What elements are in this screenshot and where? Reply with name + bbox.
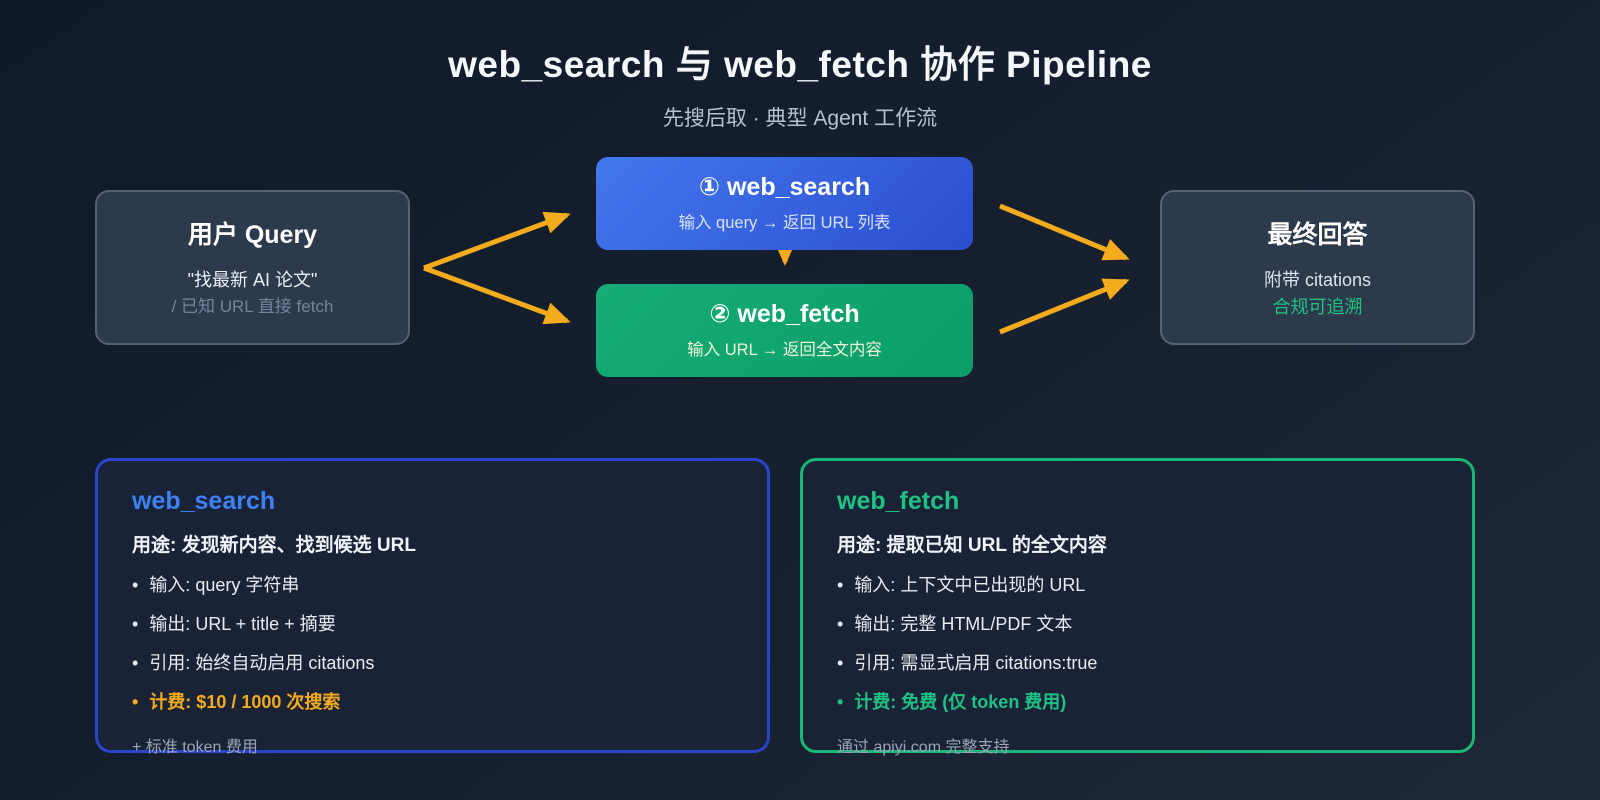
page-title: web_search 与 web_fetch 协作 Pipeline [448, 44, 1152, 85]
node-final-answer-compliance: 合规可追溯 [1272, 296, 1363, 317]
spec-item-output: • 输出: URL + title + 摘要 [132, 610, 733, 636]
card-web-fetch-specs: • 输入: 上下文中已出现的 URL • 输出: 完整 HTML/PDF 文本 • 引… [837, 571, 1438, 714]
node-web-search-title: ① web_search [698, 172, 871, 201]
spec-item-output: • 输出: 完整 HTML/PDF 文本 [837, 610, 1438, 636]
bullet-marker: • [837, 692, 844, 712]
card-web-search-specs: • 输入: query 字符串 • 输出: URL + title + 摘要 • 引用… [132, 571, 733, 714]
spec-text: 引用: 始终自动启用 citations [149, 653, 375, 673]
arrow-user-to-search [423, 211, 571, 271]
spec-item-input: • 输入: query 字符串 [132, 571, 733, 597]
page-subtitle: 先搜后取 · 典型 Agent 工作流 [662, 107, 938, 130]
node-web-fetch-subtitle: 输入 URL → 返回全文内容 [687, 340, 882, 359]
spec-item-billing: • 计费: 免费 (仅 token 费用) [837, 688, 1438, 714]
header: web_search 与 web_fetch 协作 Pipeline 先搜后取 … [0, 34, 1600, 132]
arrow-search-to-answer [999, 203, 1130, 261]
node-user-example: "找最新 AI 论文" [187, 270, 318, 291]
node-web-fetch-title: ② web_fetch [709, 299, 860, 328]
spec-text: 输入: 上下文中已出现的 URL [854, 575, 1086, 595]
card-web-fetch: web_fetch 用途: 提取已知 URL 的全文内容 • 输入: 上下文中已出… [800, 458, 1475, 756]
card-web-search-footnote: + 标准 token 费用 [132, 739, 258, 756]
spec-text: 引用: 需显式启用 citations:true [854, 653, 1098, 673]
node-web-search-subtitle: 输入 query → 返回 URL 列表 [678, 213, 891, 232]
spec-text: 计费: $10 / 1000 次搜索 [149, 692, 341, 712]
node-user-alt: / 已知 URL 直接 fetch [171, 297, 334, 317]
bullet-marker: • [837, 575, 844, 595]
arrow-fetch-to-answer [999, 278, 1130, 335]
spec-text: 输出: URL + title + 摘要 [149, 614, 336, 634]
bullet-marker: • [132, 653, 139, 673]
node-user-title: 用户 Query [187, 221, 318, 250]
spec-text: 输出: 完整 HTML/PDF 文本 [854, 614, 1073, 634]
node-web-fetch: ② web_fetch 输入 URL → 返回全文内容 [596, 284, 973, 377]
spec-item-billing: • 计费: $10 / 1000 次搜索 [132, 688, 733, 714]
bullet-marker: • [132, 692, 139, 712]
bullet-marker: • [837, 653, 844, 673]
node-user-query: 用户 Query "找最新 AI 论文" / 已知 URL 直接 fetch [95, 190, 410, 345]
spec-text: 输入: query 字符串 [149, 575, 300, 595]
arrow-user-to-fetch [423, 265, 571, 325]
node-final-answer-title: 最终回答 [1267, 220, 1368, 249]
node-web-search: ① web_search 输入 query → 返回 URL 列表 [596, 157, 973, 250]
bullet-marker: • [837, 614, 844, 634]
card-web-search: web_search 用途: 发现新内容、找到候选 URL • 输入: query… [95, 458, 770, 756]
bullet-marker: • [132, 575, 139, 595]
card-web-search-purpose: 用途: 发现新内容、找到候选 URL [132, 535, 416, 556]
card-web-fetch-purpose: 用途: 提取已知 URL 的全文内容 [837, 535, 1107, 556]
card-web-fetch-title: web_fetch [837, 487, 960, 515]
node-final-answer-citations: 附带 citations [1263, 269, 1372, 290]
node-final-answer: 最终回答 附带 citations 合规可追溯 [1160, 190, 1475, 345]
spec-item-input: • 输入: 上下文中已出现的 URL [837, 571, 1438, 597]
spec-text: 计费: 免费 (仅 token 费用) [854, 692, 1067, 712]
card-web-fetch-footnote: 通过 apiyi.com 完整支持 [837, 739, 1010, 756]
spec-item-citations: • 引用: 始终自动启用 citations [132, 649, 733, 675]
spec-item-citations: • 引用: 需显式启用 citations:true [837, 649, 1438, 675]
card-web-search-title: web_search [132, 487, 276, 515]
bullet-marker: • [132, 614, 139, 634]
